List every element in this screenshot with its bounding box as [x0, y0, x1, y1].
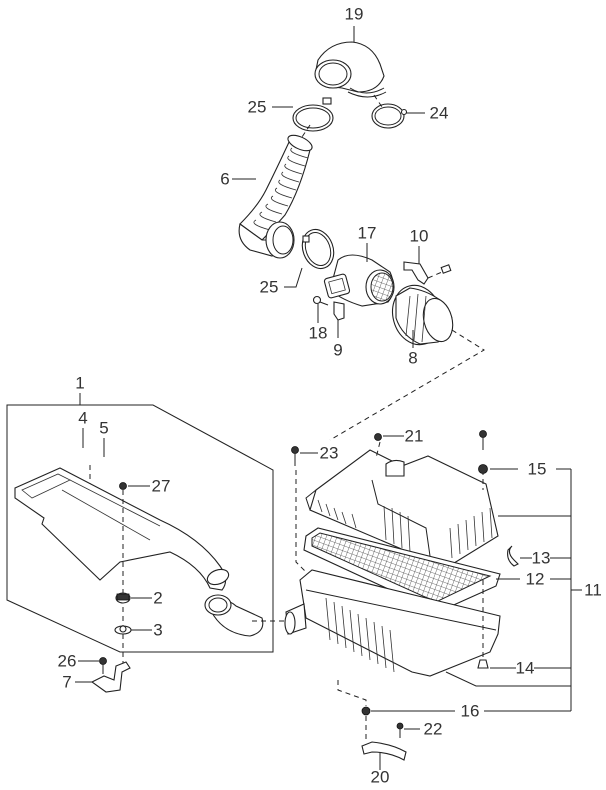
part-2-grommet[interactable] — [115, 592, 131, 604]
assembly-11-bracket-lines — [420, 468, 582, 712]
callout-18[interactable]: 18 — [308, 323, 328, 343]
part-23-bolt[interactable] — [291, 446, 299, 467]
callout-9[interactable]: 9 — [333, 340, 343, 360]
callout-14[interactable]: 14 — [515, 658, 535, 678]
callout-8[interactable]: 8 — [408, 348, 418, 368]
callout-5[interactable]: 5 — [99, 418, 109, 438]
callout-21[interactable]: 21 — [404, 426, 424, 446]
part-14-grommet[interactable] — [477, 659, 489, 669]
part-bolt-top-right[interactable] — [479, 430, 487, 451]
callout-2[interactable]: 2 — [153, 588, 163, 608]
part-11-lower-case[interactable] — [284, 569, 501, 677]
callout-17[interactable]: 17 — [357, 223, 377, 243]
part-19-elbow[interactable] — [314, 41, 387, 98]
part-6-hose[interactable] — [238, 132, 314, 259]
callout-7[interactable]: 7 — [62, 672, 72, 692]
part-22-bolt[interactable] — [396, 722, 404, 738]
callout-10[interactable]: 10 — [409, 226, 429, 246]
callout-19[interactable]: 19 — [344, 4, 364, 24]
callout-3[interactable]: 3 — [153, 620, 163, 640]
callout-12[interactable]: 12 — [525, 569, 545, 589]
callout-24[interactable]: 24 — [429, 103, 449, 123]
callout-25-lower[interactable]: 25 — [259, 277, 279, 297]
callout-20[interactable]: 20 — [370, 767, 390, 787]
callout-16[interactable]: 16 — [460, 701, 480, 721]
part-7-bracket[interactable] — [90, 661, 131, 693]
part-27-nut[interactable] — [119, 482, 127, 490]
part-10-bracket[interactable] — [403, 261, 452, 285]
part-18-bolt[interactable] — [312, 295, 329, 306]
callout-6[interactable]: 6 — [220, 169, 230, 189]
callout-4[interactable]: 4 — [78, 408, 88, 428]
callout-22[interactable]: 22 — [423, 719, 443, 739]
part-20-bracket[interactable] — [361, 741, 407, 761]
part-12-filter-element[interactable] — [303, 527, 501, 613]
part-25-clamp-upper[interactable] — [292, 97, 334, 132]
callout-26[interactable]: 26 — [57, 651, 77, 671]
callout-25-upper[interactable]: 25 — [247, 97, 267, 117]
part-26-bolt[interactable] — [99, 657, 107, 675]
callout-27[interactable]: 27 — [151, 476, 171, 496]
assembly-1-box — [6, 393, 274, 653]
part-13-clip[interactable] — [507, 545, 519, 567]
part-21-nut[interactable] — [374, 433, 382, 441]
part-1-resonator-duct[interactable] — [14, 467, 264, 637]
callout-1[interactable]: 1 — [75, 373, 85, 393]
part-16-mount[interactable] — [361, 706, 371, 716]
part-11-upper-cover[interactable] — [305, 449, 499, 569]
part-8-adapter[interactable] — [386, 280, 457, 350]
callout-13[interactable]: 13 — [531, 548, 551, 568]
callout-15[interactable]: 15 — [527, 459, 547, 479]
part-17-air-flow-sensor[interactable] — [323, 254, 395, 307]
callout-23[interactable]: 23 — [319, 443, 339, 463]
callout-11[interactable]: 11 — [584, 580, 602, 600]
part-3-washer[interactable] — [114, 625, 132, 635]
part-15-grommet[interactable] — [478, 464, 488, 474]
part-9-bracket[interactable] — [333, 301, 345, 321]
part-24-clamp[interactable] — [371, 103, 408, 129]
part-25-clamp-lower[interactable] — [297, 225, 339, 273]
